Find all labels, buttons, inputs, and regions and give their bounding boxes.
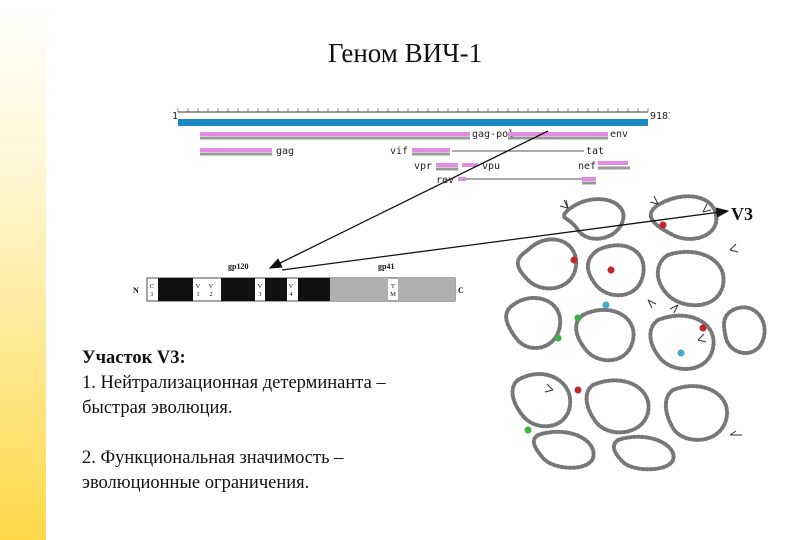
gp120-structure-diagram: [504, 194, 767, 472]
point-1-line-1: 1. Нейтрализационная детерминанта –: [82, 373, 386, 393]
genome-bar: [178, 119, 648, 126]
region-tm-bottom: M: [390, 291, 396, 298]
v3-heading: Участок V3:: [82, 348, 186, 368]
gag-pol-label: gag-pol: [472, 129, 514, 140]
vpu-label: vpu: [482, 161, 500, 172]
rev-gene-bar-2: [582, 177, 596, 181]
region-v4-bottom: 4: [289, 291, 293, 298]
slide-title: Геном ВИЧ-1: [327, 38, 483, 68]
v3-structure-label: V3: [731, 204, 753, 224]
region-v3-bottom: 3: [258, 291, 261, 298]
region-v3-top: V: [258, 283, 263, 290]
region-c1-top: C: [150, 283, 154, 290]
point-2-line-1: 2. Функциональная значимость –: [82, 448, 344, 468]
vif-gene-bar: [412, 148, 450, 152]
v3-description: Участок V3: 1. Нейтрализационная детерми…: [82, 346, 502, 496]
region-v5-top: V: [307, 283, 312, 290]
env-label: env: [610, 129, 628, 140]
c-terminus-label: C: [458, 286, 464, 295]
nef-label: nef: [578, 161, 596, 172]
gag-label: gag: [276, 146, 294, 157]
nef-gene-bar: [598, 161, 628, 165]
gp41-label: gp41: [378, 262, 394, 271]
region-tm-top: T: [391, 283, 395, 290]
genome-map: 1 9181 gag-pol env gag vif tat vpr vpu n…: [172, 108, 670, 186]
vpr-gene-bar: [436, 163, 458, 167]
tat-label: tat: [586, 146, 604, 157]
vif-label: vif: [390, 146, 408, 157]
genome-ruler-ticks: [177, 108, 649, 112]
region-v2-top: V: [209, 283, 214, 290]
region-v1-top: V: [196, 283, 201, 290]
genome-start-label: 1: [172, 111, 178, 122]
gp120-label: gp120: [228, 262, 248, 271]
env-protein-schematic: gp120 gp41 N C C 1 V 1 V 2 V 3 V 4 V 5 T…: [133, 262, 464, 302]
decorative-side-band: [0, 0, 46, 540]
point-2-line-2: эволюционные ограничения.: [82, 473, 310, 493]
protein-region-labels: C 1 V 1 V 2 V 3 V 4 V 5 T M: [150, 283, 396, 298]
region-c1-bottom: 1: [150, 291, 153, 298]
region-v4-top: V: [289, 283, 294, 290]
genome-end-label: 9181: [650, 111, 670, 122]
region-v1-bottom: 1: [196, 291, 199, 298]
gag-gene-bar: [200, 148, 272, 152]
rev-gene-bar-1: [458, 177, 466, 181]
region-v5-bottom: 5: [307, 291, 310, 298]
region-v2-bottom: 2: [209, 291, 212, 298]
gag-pol-gene-bar: [200, 132, 470, 136]
vpu-gene-bar: [462, 163, 478, 167]
vpr-label: vpr: [414, 161, 432, 172]
env-gene-bar: [508, 132, 608, 136]
point-1-line-2: быстрая эволюция.: [82, 398, 233, 418]
n-terminus-label: N: [133, 286, 139, 295]
rev-label: rev: [436, 175, 454, 186]
